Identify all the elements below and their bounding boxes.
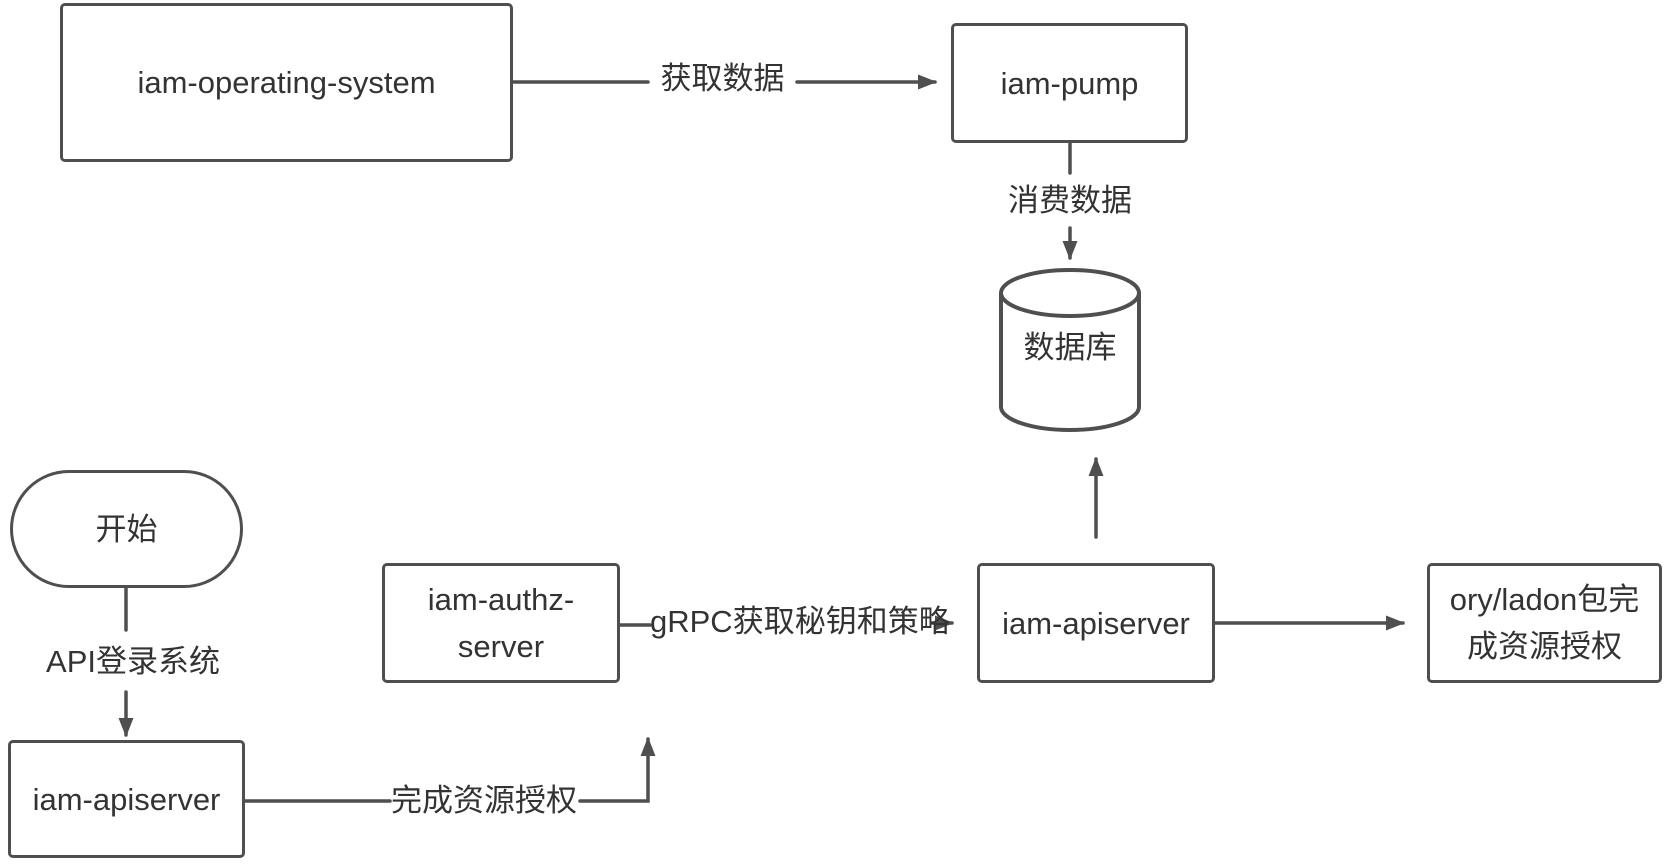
edge-label-api-login: API登录系统 xyxy=(46,644,220,679)
edge-label-complete-authz: 完成资源授权 xyxy=(391,783,577,818)
node-iam-authz-server-label-line1: iam-authz- xyxy=(427,582,575,617)
node-ory-ladon-label-line2: 成资源授权 xyxy=(1467,629,1622,664)
node-iam-pump: iam-pump xyxy=(951,23,1188,143)
node-ory-ladon-label-line1: ory/ladon包完 xyxy=(1449,582,1640,617)
node-iam-operating-system: iam-operating-system xyxy=(60,3,513,162)
edge-label-grpc-fetch: gRPC获取秘钥和策略 xyxy=(650,604,950,639)
edge-label-consume-data: 消费数据 xyxy=(1008,183,1132,218)
node-ory-ladon: ory/ladon包完 成资源授权 xyxy=(1427,563,1662,683)
node-start: 开始 xyxy=(10,470,243,588)
edge-label-fetch-data: 获取数据 xyxy=(660,61,785,96)
node-iam-apiserver-login-label: iam-apiserver xyxy=(32,781,221,817)
node-iam-authz-server: iam-authz- server xyxy=(382,563,620,683)
node-iam-apiserver-main: iam-apiserver xyxy=(977,563,1215,683)
node-iam-authz-server-label-line2: server xyxy=(457,629,545,664)
edge-complete-authz-arrow xyxy=(578,737,656,803)
node-database-label: 数据库 xyxy=(1023,330,1117,365)
node-iam-apiserver-login: iam-apiserver xyxy=(8,740,245,858)
node-iam-operating-system-label: iam-operating-system xyxy=(137,65,436,100)
node-start-label: 开始 xyxy=(95,511,158,547)
node-iam-pump-label: iam-pump xyxy=(1000,65,1139,101)
node-iam-apiserver-main-label: iam-apiserver xyxy=(1002,605,1190,641)
